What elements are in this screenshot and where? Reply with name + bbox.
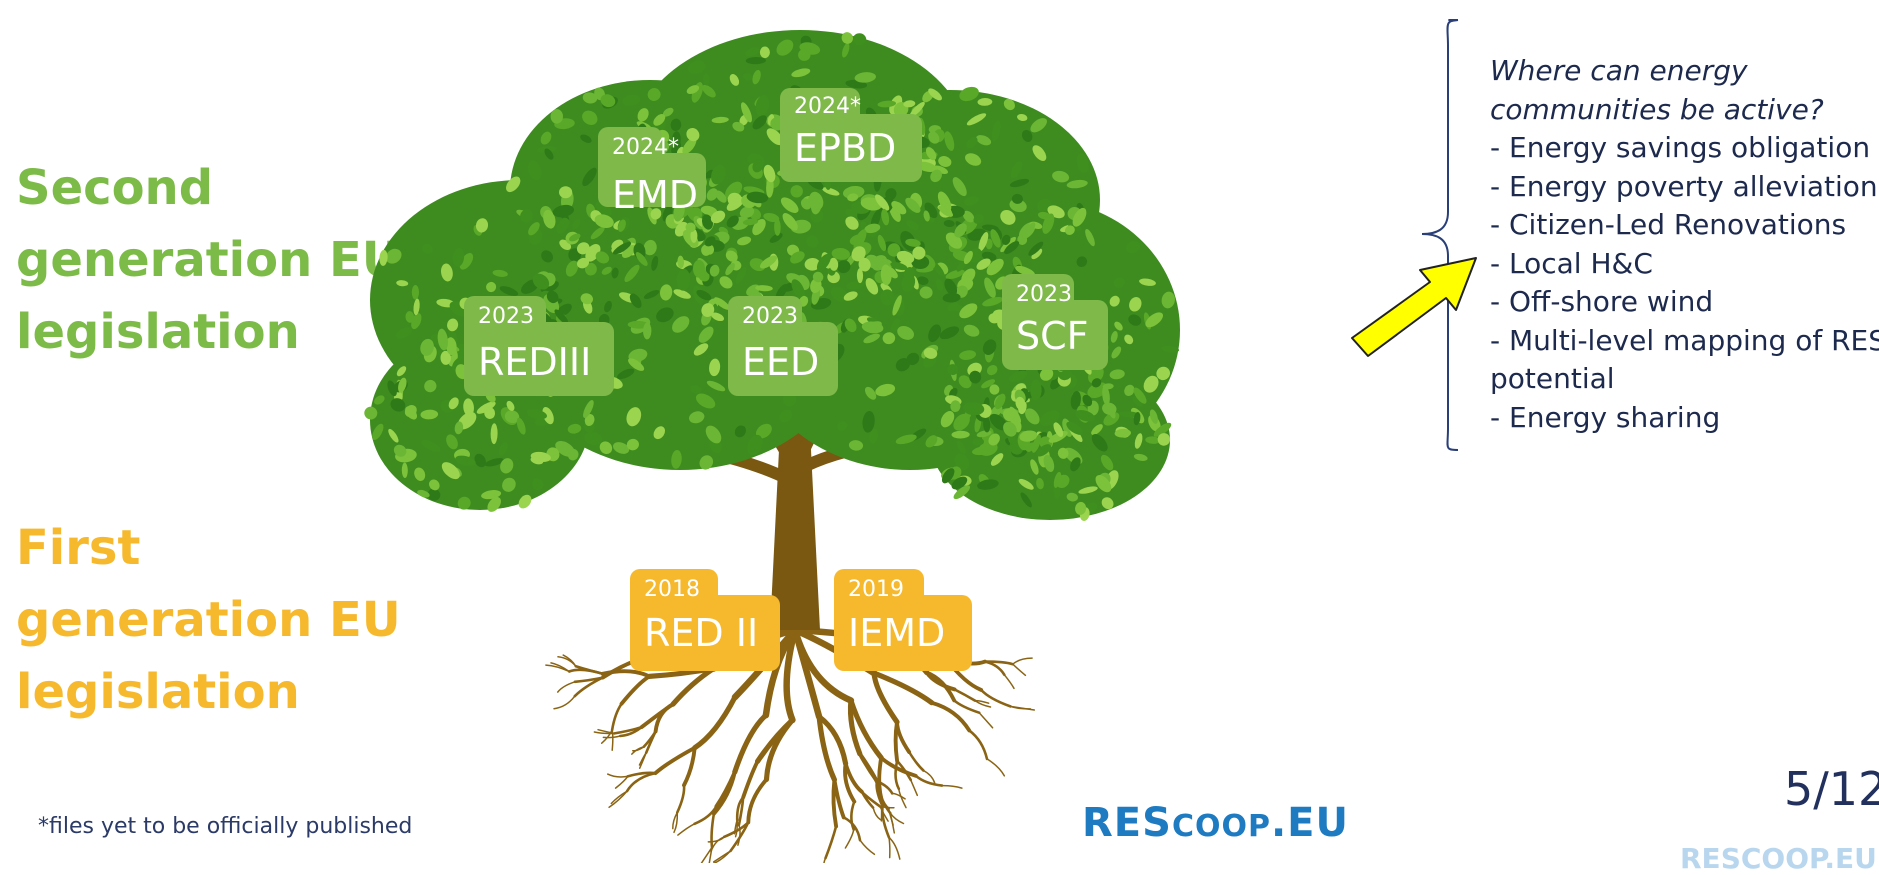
tag-year: 2023 — [742, 304, 798, 329]
list-item: - Energy sharing — [1490, 400, 1721, 434]
heading-line: Second — [16, 160, 214, 216]
tag-year: 2018 — [644, 577, 700, 602]
list-item: - Energy poverty alleviation — [1490, 169, 1878, 203]
heading-line: legislation — [16, 304, 300, 360]
legislation-tag-scf: 2023 SCF — [1002, 274, 1108, 370]
logo-eu: .EU — [1270, 800, 1349, 846]
curly-brace-icon — [1421, 19, 1459, 451]
footnote: *files yet to be officially published — [38, 814, 413, 839]
question-line: communities be active? — [1490, 92, 1824, 126]
activity-list: Where can energy communities be active? … — [1490, 52, 1879, 437]
tag-name: RED II — [644, 611, 759, 655]
tag-name: SCF — [1016, 314, 1089, 358]
list-item: potential — [1490, 362, 1615, 395]
page-number: 5/12 — [1784, 762, 1879, 816]
first-generation-heading: First generation EU legislation — [16, 512, 401, 728]
tag-year: 2023 — [478, 304, 534, 329]
heading-line: First — [16, 520, 141, 576]
tag-name: EPBD — [794, 126, 897, 170]
tag-name: IEMD — [848, 611, 946, 655]
legislation-tag-emd: 2024* EMD — [598, 127, 706, 217]
yellow-arrow-icon — [1351, 257, 1477, 357]
legislation-tag-red-ii: 2018 RED II — [630, 569, 780, 671]
heading-line: generation EU — [16, 592, 401, 648]
rescoop-logo: RESCOOP.EU — [1082, 800, 1349, 846]
question-line: Where can energy — [1490, 54, 1748, 87]
list-item: - Local H&C — [1490, 246, 1653, 280]
tag-year: 2024* — [612, 135, 679, 160]
tag-year: 2024* — [794, 94, 861, 119]
legislation-tag-iemd: 2019 IEMD — [834, 569, 972, 671]
tag-name: REDIII — [478, 340, 592, 384]
second-generation-heading: Second generation EU legislation — [16, 152, 401, 368]
heading-line: legislation — [16, 664, 300, 720]
tag-name: EMD — [612, 173, 699, 217]
legislation-tag-epbd: 2024* EPBD — [780, 88, 922, 182]
tag-year: 2019 — [848, 577, 904, 602]
watermark-logo: RESCOOP.EU — [1680, 842, 1877, 875]
logo-res: RES — [1082, 800, 1172, 846]
logo-coop: COOP — [1171, 809, 1271, 844]
legislation-tag-rediii: 2023 REDIII — [464, 296, 614, 396]
list-item: - Citizen-Led Renovations — [1490, 208, 1847, 241]
list-item: - Off-shore wind — [1490, 285, 1714, 318]
tag-name: EED — [742, 340, 820, 384]
list-item: - Energy savings obligation — [1490, 131, 1871, 164]
legislation-tag-eed: 2023 EED — [728, 296, 838, 396]
list-item: - Multi-level mapping of RES — [1490, 323, 1879, 357]
heading-line: generation EU — [16, 232, 401, 288]
tag-year: 2023 — [1016, 282, 1072, 307]
